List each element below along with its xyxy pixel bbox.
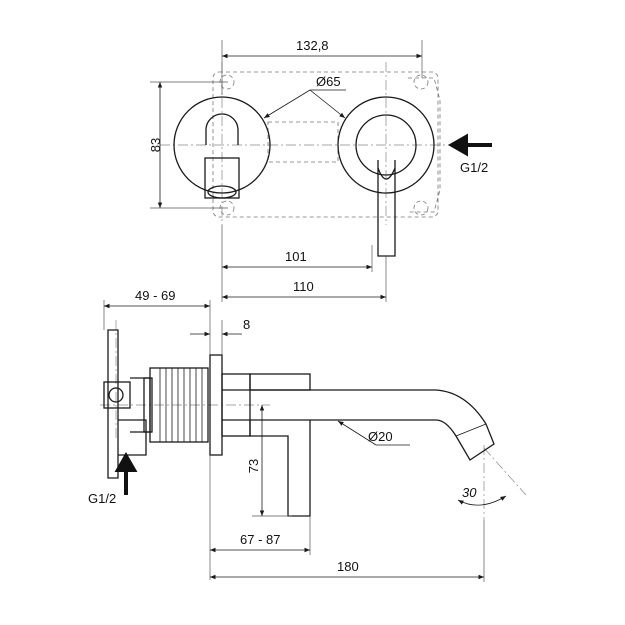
dim-8: 8 — [243, 317, 250, 332]
spout-rosette — [173, 96, 271, 194]
top-inlet-label: G1/2 — [460, 160, 488, 175]
inlet-arrow-right-icon — [447, 133, 492, 157]
side-view: G1/2 49 - 69 8 Ø20 73 67 - 87 180 30 — [88, 288, 527, 582]
thread-hatch — [159, 368, 203, 442]
front-view: G1/2 132,8 Ø65 83 101 110 — [148, 38, 492, 302]
spout-pipe — [222, 389, 495, 461]
lever-handle — [249, 420, 311, 517]
dim-101: 101 — [285, 249, 307, 264]
bottom-inlet-label: G1/2 — [88, 491, 116, 506]
inlet-arrow-up-icon — [114, 451, 138, 495]
dim-83: 83 — [148, 138, 163, 152]
dim-diameter-20: Ø20 — [368, 429, 393, 444]
dim-180: 180 — [337, 559, 359, 574]
dim-49-69: 49 - 69 — [135, 288, 175, 303]
lever-rosette — [337, 96, 435, 194]
dim-73: 73 — [246, 459, 261, 473]
dim-110: 110 — [293, 279, 314, 294]
dim-diameter-65: Ø65 — [316, 74, 341, 89]
aerator-icon — [207, 185, 237, 199]
dim-67-87: 67 - 87 — [240, 532, 280, 547]
dim-angle-30: 30 — [462, 485, 477, 500]
dim-132-8: 132,8 — [296, 38, 329, 53]
